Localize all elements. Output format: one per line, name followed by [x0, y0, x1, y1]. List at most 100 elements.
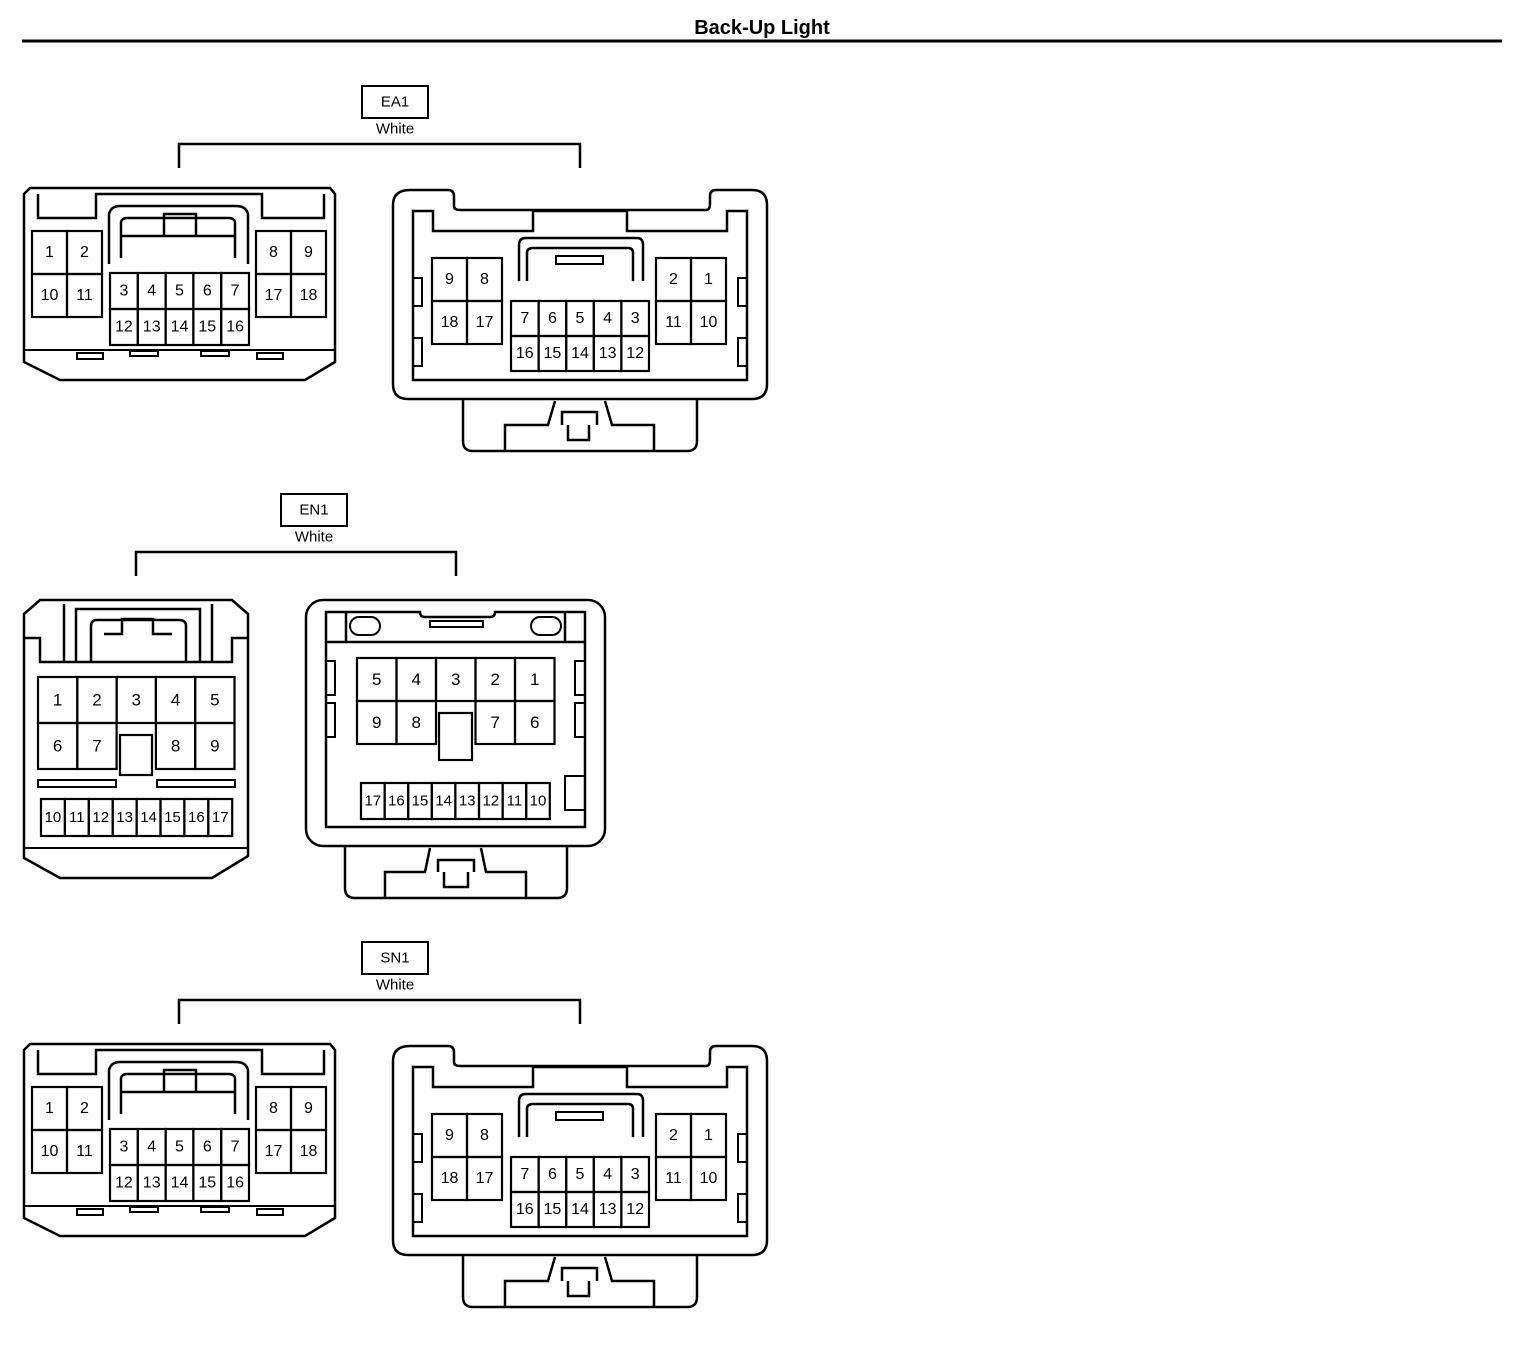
terminal-box — [465, 299, 504, 346]
side-key — [574, 660, 586, 696]
latch-tab — [104, 617, 172, 636]
terminal-cell: 6 — [36, 721, 79, 771]
terminal-cell: 10 — [30, 1128, 69, 1175]
base-slot — [256, 352, 284, 360]
base-slot — [129, 1206, 159, 1213]
lock-tab-outline — [461, 399, 699, 453]
lock-tab-inner — [383, 847, 528, 898]
terminal-cell: 16 — [509, 1190, 540, 1229]
terminal-cell: 5 — [164, 271, 195, 311]
lock-tab-center — [560, 410, 599, 442]
latch-slot — [555, 255, 604, 265]
pin-number: 8 — [269, 244, 278, 261]
latch-frame — [517, 1092, 645, 1137]
terminal-cell: 17 — [207, 797, 234, 838]
terminal-cell: 11 — [654, 1155, 693, 1202]
ledge-posts — [344, 612, 567, 642]
latch-tab — [162, 1068, 198, 1092]
latch-inner — [119, 1072, 237, 1114]
divider-bar — [156, 779, 236, 788]
latch-slot — [429, 620, 484, 628]
terminal-box — [689, 1155, 728, 1202]
terminal-cell: 12 — [620, 334, 651, 373]
terminal-cell: 15 — [192, 307, 223, 347]
pin-number: 2 — [669, 271, 678, 288]
terminal-cell: 18 — [430, 1155, 469, 1202]
side-key — [325, 702, 336, 738]
connector-code-box — [361, 85, 429, 119]
terminal-cell: 8 — [254, 1085, 293, 1132]
pin-number: 2 — [669, 1127, 678, 1144]
terminal-cell: 14 — [164, 307, 195, 347]
terminal-cell: 7 — [509, 1155, 540, 1194]
pin-number: 1 — [45, 244, 54, 261]
pin-number: 6 — [203, 283, 212, 300]
pin-number: 4 — [147, 283, 156, 300]
terminal-cell: 17 — [465, 299, 504, 346]
terminal-cell: 13 — [111, 797, 138, 838]
pin-number: 7 — [231, 283, 240, 300]
pin-number: 5 — [210, 691, 219, 710]
terminal-box — [76, 721, 118, 771]
pin-number: 9 — [445, 1127, 454, 1144]
terminal-cell: 1 — [30, 1085, 69, 1132]
pin-number: 10 — [45, 809, 62, 826]
base-slot — [129, 350, 159, 357]
latch-inner — [89, 618, 188, 662]
pin-number: 6 — [530, 713, 539, 732]
terminal-cell: 5 — [164, 1127, 195, 1167]
terminal-box — [620, 334, 651, 373]
terminal-cell: 7 — [76, 721, 118, 771]
connector-code: EN1 — [299, 502, 328, 519]
pin-number: 1 — [704, 271, 713, 288]
side-key — [737, 337, 748, 367]
terminal-cell: 4 — [154, 675, 197, 725]
pin-number: 6 — [203, 1139, 212, 1156]
terminal-cell: 11 — [65, 1128, 104, 1175]
terminal-cell: 6 — [192, 1127, 223, 1167]
pin-number: 18 — [441, 1170, 459, 1187]
terminal-box — [289, 272, 328, 319]
pin-number: 3 — [119, 1139, 128, 1156]
pin-number: 17 — [476, 1170, 494, 1187]
pin-number: 11 — [507, 793, 523, 810]
terminal-cell: 5 — [355, 656, 398, 703]
side-key — [325, 660, 336, 696]
pin-number: 17 — [212, 809, 229, 826]
terminal-cell: 2 — [654, 1112, 693, 1159]
terminal-cell: 13 — [136, 1163, 167, 1203]
connector-color: White — [376, 121, 414, 138]
lock-tab-inner — [503, 1256, 656, 1307]
pin-number: 10 — [700, 314, 718, 331]
pin-number: 3 — [119, 283, 128, 300]
terminal-cell: 15 — [159, 797, 186, 838]
pin-number: 16 — [516, 1201, 534, 1218]
terminal-cell: 10 — [39, 797, 66, 838]
lock-tab-outline — [343, 846, 569, 900]
pin-number: 15 — [198, 319, 216, 336]
terminal-cell: 12 — [108, 307, 139, 347]
pin-number: 12 — [115, 319, 133, 336]
terminal-cell: 9 — [430, 1112, 469, 1159]
terminal-cell: 8 — [254, 229, 293, 276]
terminal-cell: 9 — [289, 229, 328, 276]
pin-number: 10 — [700, 1170, 718, 1187]
oval-hole — [349, 616, 381, 636]
terminal-cell: 13 — [592, 334, 623, 373]
terminal-box — [194, 721, 236, 771]
connector-code: SN1 — [380, 950, 409, 967]
terminal-cell: 4 — [136, 271, 167, 311]
terminal-cell: 15 — [537, 1190, 568, 1229]
base-slot — [256, 1208, 284, 1216]
pin-number: 5 — [576, 1166, 585, 1183]
pin-number: 14 — [171, 1175, 189, 1192]
latch-inner — [119, 216, 237, 258]
pin-number: 15 — [544, 1201, 562, 1218]
pin-number: 14 — [435, 793, 452, 810]
housing-inner-wall — [411, 209, 749, 382]
pin-number: 4 — [147, 1139, 156, 1156]
connector-color: White — [376, 977, 414, 994]
pin-number: 1 — [704, 1127, 713, 1144]
